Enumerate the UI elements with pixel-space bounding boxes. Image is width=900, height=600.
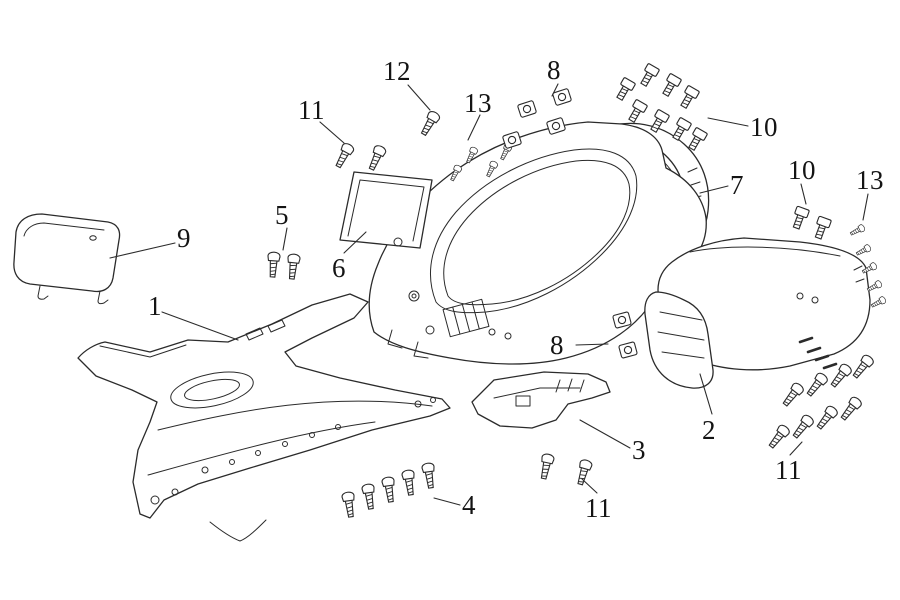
- callout-10-right: 10: [788, 155, 816, 185]
- callout-13-top: 13: [464, 88, 492, 118]
- screw-icon: [537, 452, 556, 481]
- screw-icon: [340, 490, 358, 519]
- callout-8-mid: 8: [550, 330, 564, 360]
- leader-line: [862, 193, 869, 221]
- small-screw-icon: [869, 295, 888, 310]
- bolt-icon: [677, 84, 701, 111]
- callout-5: 5: [275, 200, 289, 230]
- leader-line: [433, 497, 461, 506]
- bolt-icon: [789, 205, 811, 231]
- leader-line: [579, 419, 631, 449]
- leader-line: [109, 242, 176, 259]
- screw-icon: [380, 475, 398, 504]
- bolt-icon: [613, 76, 637, 103]
- callout-12: 12: [383, 56, 411, 86]
- callout-1: 1: [148, 291, 162, 321]
- screw-icon: [779, 380, 806, 409]
- fasteners-11-top: [332, 141, 388, 173]
- small-screw-icon: [848, 223, 867, 238]
- part-2-inner-panel: [644, 237, 871, 389]
- screw-icon: [803, 370, 830, 399]
- screw-icon: [265, 251, 281, 278]
- part-9-garnish: [13, 213, 121, 305]
- leader-line: [789, 441, 803, 456]
- floor-panel-chevron-mark: [209, 519, 267, 542]
- small-screw-icon: [854, 243, 873, 258]
- callout-3: 3: [632, 435, 646, 465]
- part-1-floor-panel: [77, 293, 451, 542]
- leader-line: [575, 343, 609, 346]
- screw-icon: [400, 468, 418, 497]
- callout-8-top: 8: [547, 55, 561, 85]
- callout-7: 7: [730, 170, 744, 200]
- leader-lines: [109, 83, 869, 506]
- fastener-12: [417, 109, 442, 138]
- callout-13-right: 13: [856, 165, 884, 195]
- part-6-lid: [339, 171, 433, 249]
- callout-11-top: 11: [298, 95, 325, 125]
- screw-icon: [837, 394, 864, 423]
- leader-line: [707, 117, 749, 127]
- leader-line: [699, 373, 713, 415]
- screw-icon: [789, 412, 816, 441]
- bolt-icon: [625, 98, 649, 125]
- fasteners-5: [265, 251, 301, 281]
- leader-line: [282, 227, 288, 251]
- leader-line: [551, 83, 559, 97]
- clip-nut-icon: [618, 341, 638, 359]
- callout-11-bottom-mid: 11: [585, 493, 612, 523]
- leader-line: [581, 478, 598, 494]
- part-3-outline: [471, 371, 611, 429]
- callout-11-bottom-right: 11: [775, 455, 802, 485]
- screw-icon: [417, 109, 442, 138]
- fasteners-10-right: [789, 205, 833, 241]
- callout-4: 4: [462, 490, 476, 520]
- callout-9: 9: [177, 223, 191, 253]
- clip-nut-icon: [551, 87, 573, 107]
- screw-icon: [332, 141, 356, 170]
- fasteners-4: [340, 461, 438, 519]
- leader-line: [319, 121, 345, 144]
- bolt-icon: [811, 215, 833, 241]
- callout-6: 6: [332, 253, 346, 283]
- screw-icon: [360, 482, 378, 511]
- callout-2: 2: [702, 415, 716, 445]
- part-9-outline: [13, 213, 121, 293]
- leader-line: [800, 183, 807, 205]
- leader-line: [699, 185, 729, 194]
- seat-tub-body: [368, 121, 707, 365]
- screw-icon: [765, 422, 792, 451]
- leader-line: [467, 114, 481, 141]
- leader-line: [407, 84, 431, 111]
- callout-10-top: 10: [750, 112, 778, 142]
- screw-icon: [849, 352, 876, 381]
- screw-icon: [573, 458, 594, 487]
- leader-line: [343, 231, 367, 254]
- clip-nut-icon: [516, 99, 538, 119]
- bolt-icon: [637, 62, 661, 89]
- screw-icon: [813, 403, 840, 432]
- leader-line: [161, 311, 239, 341]
- bolt-icon: [659, 72, 683, 99]
- screw-icon: [420, 461, 438, 490]
- part-3-bracket: [471, 371, 611, 429]
- screw-icon: [285, 253, 301, 281]
- part-6-outline: [339, 171, 433, 249]
- screw-icon: [365, 143, 388, 173]
